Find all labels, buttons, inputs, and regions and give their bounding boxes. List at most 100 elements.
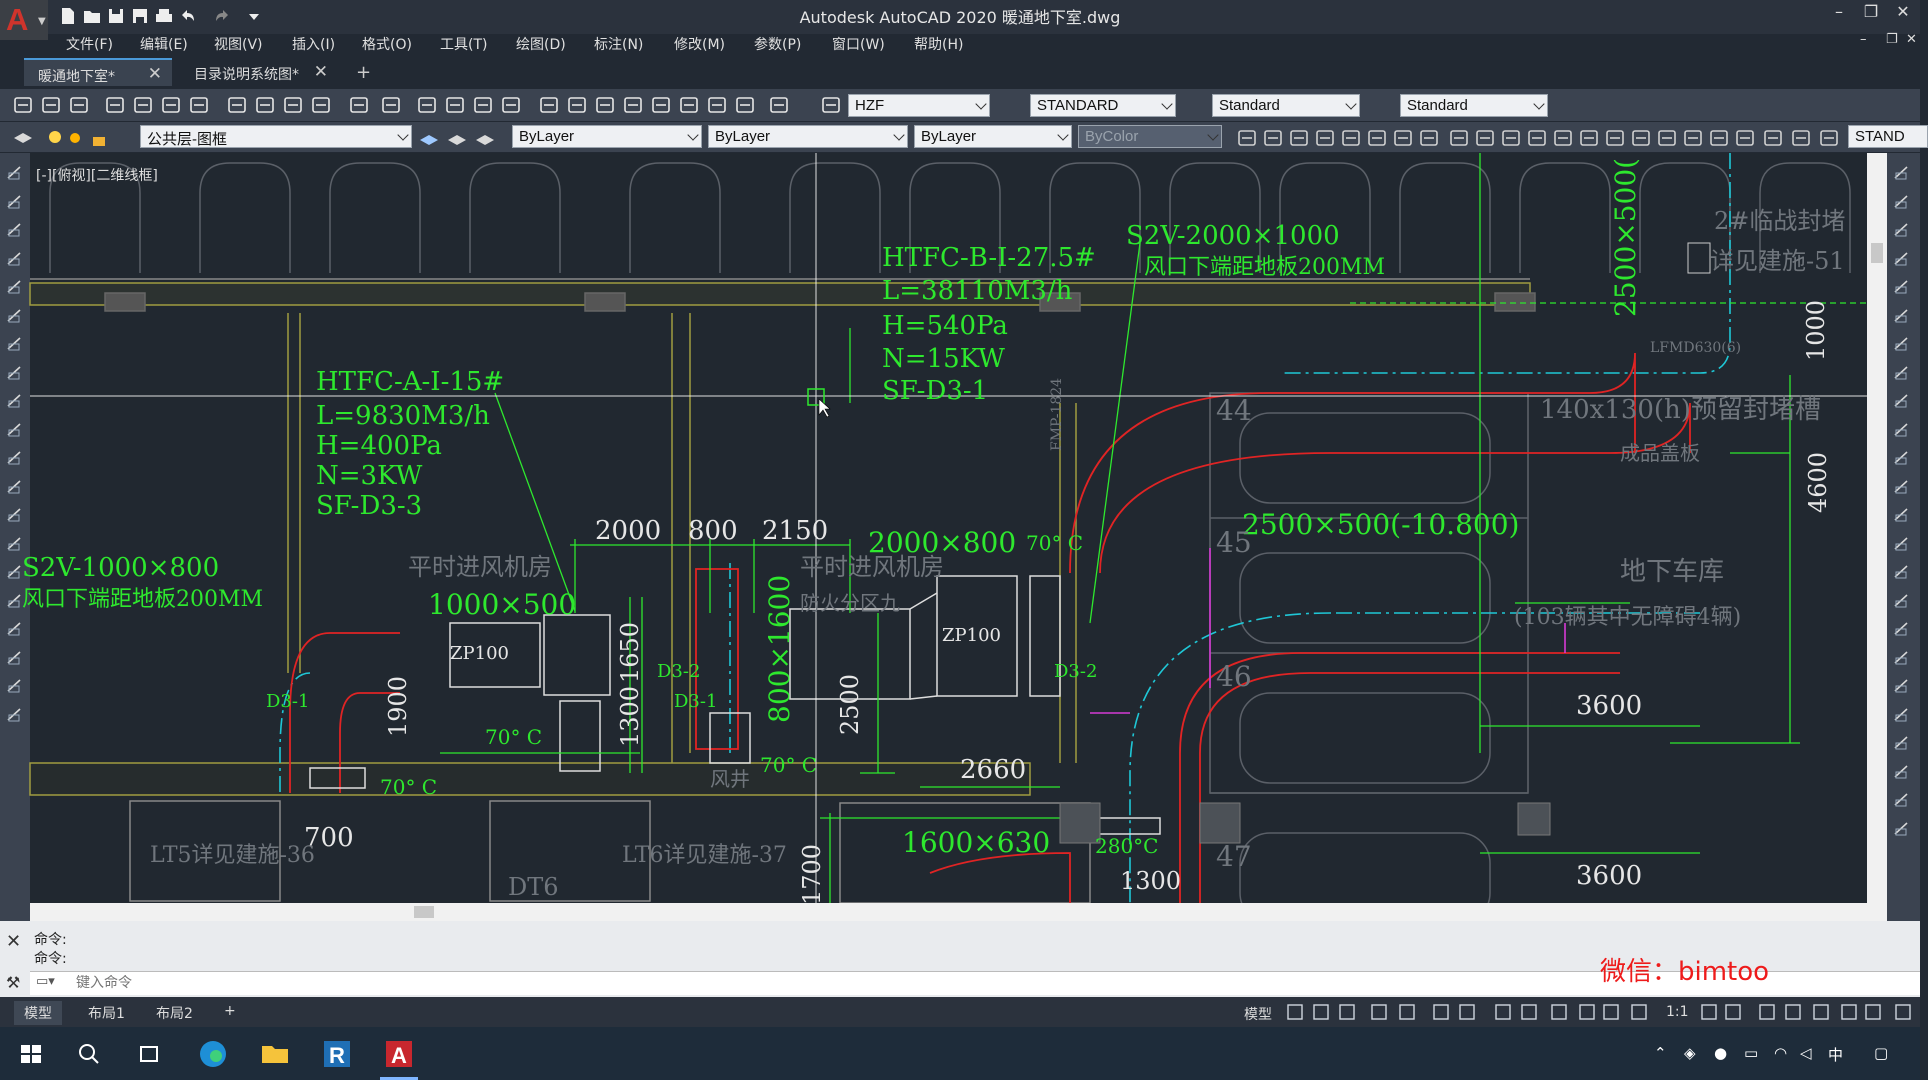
menu-format[interactable]: 格式(O): [362, 37, 412, 53]
toolbar-tool-icon[interactable]: [254, 95, 276, 115]
customize-quick-access-icon[interactable]: [244, 6, 264, 26]
modify-tool-icon[interactable]: [1892, 306, 1912, 326]
dimension-tool-icon[interactable]: [1526, 128, 1548, 148]
draw-tool-icon[interactable]: [5, 420, 25, 440]
horizontal-scroll-thumb[interactable]: [414, 906, 434, 918]
new-file-icon[interactable]: [58, 6, 78, 26]
modify-tool-icon[interactable]: [1892, 762, 1912, 782]
tab-layout2[interactable]: 布局2: [156, 1006, 193, 1022]
status-toggle-icon[interactable]: [1758, 1003, 1776, 1021]
dimension-tool-icon[interactable]: [1474, 128, 1496, 148]
revit-icon[interactable]: R: [318, 1035, 356, 1073]
modify-tool-icon[interactable]: [1892, 249, 1912, 269]
menu-dimension[interactable]: 标注(N): [594, 37, 644, 53]
toolbar-tool-icon[interactable]: [734, 95, 756, 115]
dimension-tool-icon[interactable]: [1500, 128, 1522, 148]
toolbar-tool-icon[interactable]: [768, 95, 790, 115]
draw-tool-icon[interactable]: [5, 220, 25, 240]
undo-icon[interactable]: [178, 6, 198, 26]
dimension-tool-icon[interactable]: [1262, 128, 1284, 148]
modify-tool-icon[interactable]: [1892, 591, 1912, 611]
draw-tool-icon[interactable]: [5, 306, 25, 326]
autocad-taskbar-icon[interactable]: A: [380, 1035, 418, 1073]
layer-properties-icon[interactable]: [12, 128, 34, 148]
modify-tool-icon[interactable]: [1892, 619, 1912, 639]
toolbar-tool-icon[interactable]: [68, 95, 90, 115]
style-dropdown-partial[interactable]: STAND: [1848, 125, 1928, 148]
draw-tool-icon[interactable]: [5, 192, 25, 212]
menu-tools[interactable]: 工具(T): [440, 37, 488, 53]
print-icon[interactable]: [154, 6, 174, 26]
dimension-tool-icon[interactable]: [1418, 128, 1440, 148]
modify-tool-icon[interactable]: [1892, 163, 1912, 183]
layer-match-icon[interactable]: [474, 128, 496, 148]
close-button[interactable]: ✕: [1896, 2, 1910, 21]
draw-tool-icon[interactable]: [5, 562, 25, 582]
menu-file[interactable]: 文件(F): [66, 37, 113, 53]
toolbar-tool-icon[interactable]: [622, 95, 644, 115]
dimension-tool-icon[interactable]: [1314, 128, 1336, 148]
volume-icon[interactable]: ◁: [1800, 1044, 1812, 1062]
modify-tool-icon[interactable]: [1892, 277, 1912, 297]
modify-tool-icon[interactable]: [1892, 790, 1912, 810]
status-toggle-icon[interactable]: [1370, 1003, 1388, 1021]
status-toggle-icon[interactable]: [1630, 1003, 1648, 1021]
vertical-scroll-thumb[interactable]: [1871, 243, 1883, 263]
draw-tool-icon[interactable]: [5, 477, 25, 497]
status-toggle-icon[interactable]: [1840, 1003, 1858, 1021]
dimension-tool-icon[interactable]: [1340, 128, 1362, 148]
draw-tool-icon[interactable]: [5, 334, 25, 354]
mleader-style-dropdown[interactable]: Standard: [1400, 94, 1548, 117]
menu-edit[interactable]: 编辑(E): [140, 37, 188, 53]
modify-tool-icon[interactable]: [1892, 505, 1912, 525]
draw-tool-icon[interactable]: [5, 648, 25, 668]
draw-tool-icon[interactable]: [5, 676, 25, 696]
toolbar-tool-icon[interactable]: [132, 95, 154, 115]
wrench-icon[interactable]: ⚒: [6, 973, 21, 992]
battery-icon[interactable]: ▭: [1744, 1044, 1759, 1062]
viewport-controls-label[interactable]: [-][俯视][二维线框]: [36, 168, 158, 184]
modify-tool-icon[interactable]: [1892, 192, 1912, 212]
modify-tool-icon[interactable]: [1892, 733, 1912, 753]
modify-tool-icon[interactable]: [1892, 648, 1912, 668]
wifi-icon[interactable]: ◠: [1774, 1044, 1788, 1062]
dimension-tool-icon[interactable]: [1790, 128, 1812, 148]
toolbar-tool-icon[interactable]: [678, 95, 700, 115]
lineweight-dropdown[interactable]: ByLayer: [914, 125, 1072, 148]
doc-minimize-button[interactable]: –: [1860, 32, 1867, 47]
search-icon[interactable]: [70, 1035, 108, 1073]
status-toggle-icon[interactable]: [1338, 1003, 1356, 1021]
minimize-button[interactable]: –: [1835, 2, 1843, 21]
chevron-up-icon[interactable]: ⌃: [1654, 1044, 1667, 1062]
layer-previous-icon[interactable]: [446, 128, 468, 148]
modify-tool-icon[interactable]: [1892, 448, 1912, 468]
dimension-tool-icon[interactable]: [1708, 128, 1730, 148]
layer-dropdown[interactable]: 公共层-图框: [140, 125, 412, 148]
modify-tool-icon[interactable]: [1892, 705, 1912, 725]
status-toggle-icon[interactable]: [1578, 1003, 1596, 1021]
menu-draw[interactable]: 绘图(D): [516, 37, 566, 53]
file-explorer-icon[interactable]: [256, 1035, 294, 1073]
vertical-scrollbar[interactable]: [1867, 153, 1887, 903]
menu-window[interactable]: 窗口(W): [832, 37, 885, 53]
annotation-scale[interactable]: 1:1: [1666, 1004, 1689, 1020]
dimension-tool-icon[interactable]: [1682, 128, 1704, 148]
dimension-tool-icon[interactable]: [1578, 128, 1600, 148]
draw-tool-icon[interactable]: [5, 591, 25, 611]
dimension-tool-icon[interactable]: [1762, 128, 1784, 148]
menu-parametric[interactable]: 参数(P): [754, 37, 802, 53]
modify-tool-icon[interactable]: [1892, 220, 1912, 240]
tab-model[interactable]: 模型: [14, 1001, 62, 1025]
linetype-dropdown[interactable]: ByLayer: [708, 125, 908, 148]
modify-tool-icon[interactable]: [1892, 534, 1912, 554]
modify-tool-icon[interactable]: [1892, 676, 1912, 696]
nvidia-tray-icon[interactable]: ◈: [1684, 1044, 1696, 1062]
toolbar-tool-icon[interactable]: [566, 95, 588, 115]
status-toggle-icon[interactable]: [1398, 1003, 1416, 1021]
status-toggle-icon[interactable]: [1494, 1003, 1512, 1021]
toolbar-tool-icon[interactable]: [348, 95, 370, 115]
status-toggle-icon[interactable]: [1784, 1003, 1802, 1021]
toolbar-tool-icon[interactable]: [650, 95, 672, 115]
save-as-icon[interactable]: [130, 6, 150, 26]
toolbar-tool-icon[interactable]: [380, 95, 402, 115]
